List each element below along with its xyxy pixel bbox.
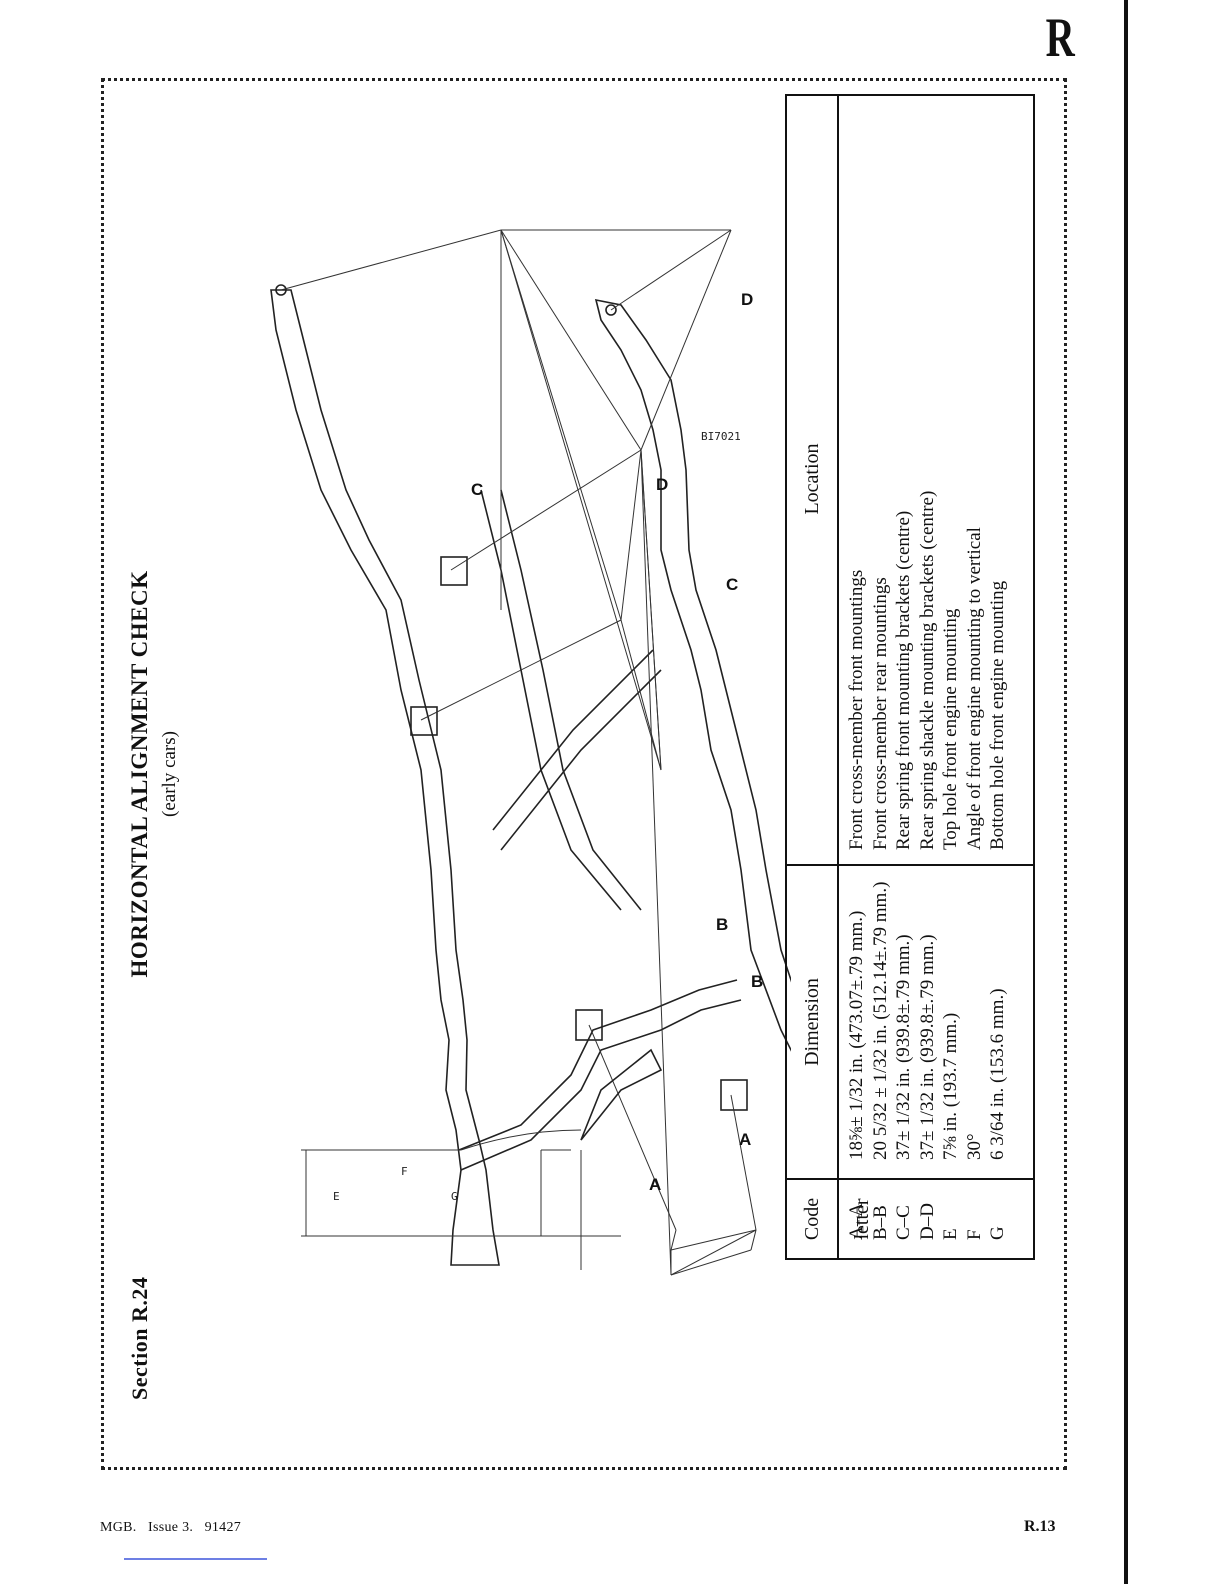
footer-page-number: R.13 <box>1024 1518 1056 1535</box>
diagonal-brace-inner <box>492 649 654 831</box>
table-row-location: Front cross-member front mountings <box>846 569 867 850</box>
table-row-code: F <box>963 1229 985 1240</box>
label-point-d1: D <box>656 475 668 494</box>
footer-blue-rule <box>124 1558 267 1560</box>
table-row-code: C–C <box>893 1205 914 1240</box>
chassis-right-member <box>594 298 791 1071</box>
table-row-dimension: 18⅝± 1/32 in. (473.07±.79 mm.) <box>846 910 867 1160</box>
table-row-code: D–D <box>916 1203 938 1240</box>
footer-issue: MGB. Issue 3. 91427 <box>100 1520 242 1535</box>
header-dimension: Dimension <box>801 978 823 1066</box>
table-row-dimension: 37± 1/32 in. (939.8±.79 mm.) <box>893 934 914 1160</box>
table-header-rule <box>837 96 839 1258</box>
table-row-code: B–B <box>869 1205 891 1240</box>
table-row-dimension: 20 5/32 ± 1/32 in. (512.14±.79 mm.) <box>869 881 891 1160</box>
table-row-dimension: 37± 1/32 in. (939.8±.79 mm.) <box>916 934 938 1160</box>
front-cross-member-inner <box>458 979 738 1151</box>
location-column: Front cross-member front mountings Front… <box>845 491 1010 850</box>
measurement-lines <box>280 229 757 1276</box>
drawing-reference: BI7021 <box>701 430 741 443</box>
table-row-dimension: 7⅝ in. (193.7 mm.) <box>940 1012 961 1160</box>
code-column: A–A B–B C–C D–D E F G <box>845 1203 1010 1240</box>
label-dim-e: E <box>333 1190 340 1203</box>
label-point-a2: A <box>739 1130 751 1149</box>
table-row-location: Angle of front engine mounting to vertic… <box>963 527 985 850</box>
table-row-location: Front cross-member rear mountings <box>869 577 891 850</box>
table-row-location: Top hole front engine mounting <box>940 608 961 850</box>
table-row-location: Rear spring front mounting brackets (cen… <box>893 510 914 850</box>
alignment-table: Code letter Dimension Location A–A B–B C… <box>785 94 1035 1260</box>
header-code-letter: Code letter <box>801 1197 873 1241</box>
chassis-alignment-diagram: A A B B C C D D E F G BI7021 <box>270 229 791 1276</box>
mounting-bracket-c <box>410 706 438 736</box>
label-dim-g: G <box>451 1190 458 1203</box>
rear-side-rail <box>480 489 622 911</box>
shackle-hole-d2 <box>605 304 617 316</box>
mounting-bracket-b <box>575 1009 603 1041</box>
table-row-dimension: 6 3/64 in. (153.6 mm.) <box>987 988 1008 1160</box>
diagonal-brace <box>500 669 662 851</box>
table-row-code: E <box>940 1228 961 1240</box>
dimension-column: 18⅝± 1/32 in. (473.07±.79 mm.) 20 5/32 ±… <box>845 882 1010 1160</box>
engine-mount-dimension-lines <box>301 1048 663 1270</box>
table-row-location: Rear spring shackle mounting brackets (c… <box>916 490 938 850</box>
rear-side-rail-lower <box>500 489 642 911</box>
label-point-a1: A <box>649 1175 661 1194</box>
label-dim-f: F <box>401 1165 408 1178</box>
label-point-d2: D <box>741 290 753 309</box>
label-point-b2: B <box>751 972 763 991</box>
section-letter: R <box>1045 7 1075 69</box>
rotated-content: Section R.24 HORIZONTAL ALIGNMENT CHECK … <box>101 78 1067 1470</box>
table-row-code: G <box>987 1226 1008 1240</box>
mounting-bracket-c2 <box>440 556 468 586</box>
chassis-left-member <box>270 289 500 1266</box>
header-location: Location <box>801 443 823 515</box>
dotted-page-frame <box>101 78 1067 1470</box>
front-cross-member <box>460 999 742 1171</box>
mounting-bracket-a <box>720 1079 748 1111</box>
table-row-location: Bottom hole front engine mounting <box>987 580 1008 850</box>
label-point-c1: C <box>471 480 483 499</box>
label-point-b1: B <box>716 915 728 934</box>
shackle-hole-d <box>275 284 287 296</box>
table-row-dimension: 30° <box>963 1133 985 1160</box>
table-row-code: A–A <box>846 1203 867 1240</box>
label-point-c2: C <box>726 575 738 594</box>
right-edge-rule <box>1124 0 1128 1584</box>
